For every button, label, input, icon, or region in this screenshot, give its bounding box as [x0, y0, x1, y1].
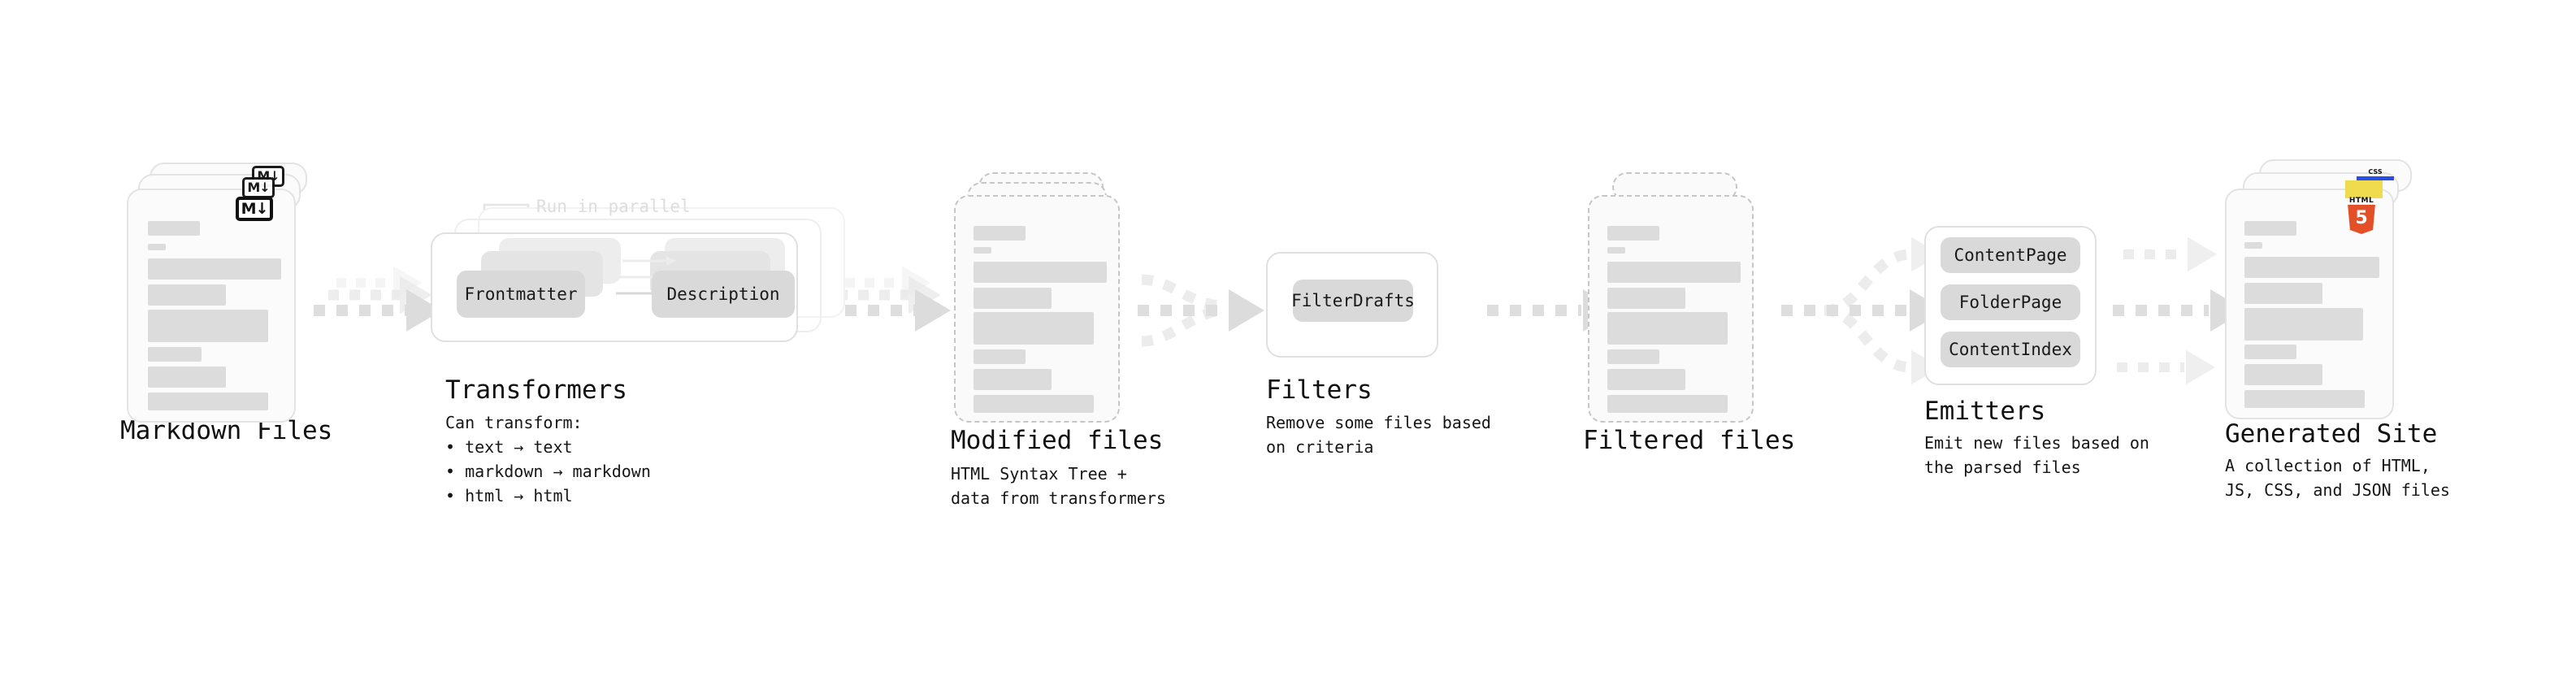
content-bar	[974, 369, 1052, 390]
emitter-chip-contentpage[interactable]: ContentPage	[1941, 237, 2080, 273]
arrow-markdown-to-transformers	[314, 266, 442, 332]
run-in-parallel-note: Run in parallel	[536, 197, 691, 216]
content-bar	[148, 310, 268, 342]
html5-icon-label: HTML	[2348, 197, 2374, 205]
content-bar	[148, 367, 226, 388]
content-bar	[974, 288, 1052, 309]
modified-files-caption: HTML Syntax Tree + data from transformer…	[951, 464, 1166, 508]
content-bar	[148, 347, 202, 362]
content-bar	[974, 349, 1026, 364]
content-bar	[2244, 345, 2296, 359]
content-bar	[1607, 349, 1659, 364]
modified-files-stack	[949, 172, 1136, 432]
content-bar	[974, 262, 1107, 283]
content-bar	[148, 221, 200, 236]
content-bar	[974, 312, 1094, 345]
css-icon-bar	[2357, 176, 2394, 180]
transformer-chip-frontmatter[interactable]: Frontmatter	[457, 271, 585, 318]
markdown-files-stack: M↓ M↓ M↓	[122, 163, 317, 423]
content-bar	[2244, 390, 2365, 408]
content-bar	[1607, 395, 1728, 413]
content-bar	[1607, 247, 1625, 254]
content-bar	[2244, 257, 2379, 278]
transformers-title: Transformers	[445, 375, 627, 405]
content-bar	[2244, 221, 2296, 236]
markdown-icon: M↓	[236, 197, 273, 221]
content-bar	[148, 284, 226, 306]
generated-site-title: Generated Site	[2225, 419, 2438, 449]
css-icon-label: CSS	[2368, 168, 2383, 176]
transformers-caption: Can transform: • text → text • markdown …	[445, 413, 651, 505]
filtered-files-title: Filtered files	[1583, 426, 1796, 455]
emitters-caption: Emit new files based on the parsed files	[1924, 433, 2149, 477]
content-bar	[2244, 242, 2262, 249]
transformer-chip-description[interactable]: Description	[652, 271, 795, 318]
modified-card-front	[954, 195, 1120, 423]
content-bar	[974, 247, 991, 254]
filters-caption: Remove some files based on criteria	[1266, 413, 1491, 457]
content-bar	[148, 244, 166, 250]
modified-files-title: Modified files	[951, 426, 1164, 455]
html5-icon: HTML 5	[2345, 197, 2378, 234]
content-bar	[1607, 262, 1741, 283]
content-bar	[2244, 283, 2322, 304]
filtered-files-stack	[1583, 172, 1770, 432]
transformers-group: Frontmatter Description	[431, 207, 845, 345]
content-bar	[1607, 288, 1685, 309]
content-bar	[1607, 312, 1728, 345]
emitters-title: Emitters	[1924, 397, 2046, 426]
content-bar	[974, 395, 1094, 413]
content-bar	[2244, 308, 2363, 340]
emitter-chip-folderpage[interactable]: FolderPage	[1941, 284, 2080, 320]
arrow-filtered-to-emitters	[1781, 236, 1945, 385]
js-icon	[2345, 180, 2383, 198]
generated-site-stack: CSS HTML 5	[2225, 159, 2428, 419]
content-bar	[148, 258, 281, 280]
content-bar	[148, 393, 268, 410]
markdown-icon-mid: M↓	[242, 177, 275, 198]
generated-site-caption: A collection of HTML, JS, CSS, and JSON …	[2225, 456, 2450, 500]
filters-title: Filters	[1266, 375, 1373, 405]
filtered-card-front	[1588, 195, 1754, 423]
html5-icon-shield: 5	[2348, 205, 2375, 234]
content-bar	[2244, 364, 2322, 385]
css-icon: CSS	[2357, 167, 2394, 180]
content-bar	[1607, 226, 1659, 241]
filter-chip-filterdrafts[interactable]: FilterDrafts	[1291, 280, 1415, 322]
markdown-card-front	[127, 189, 296, 423]
arrow-modified-to-filters	[1138, 274, 1264, 347]
content-bar	[974, 226, 1026, 241]
emitter-chip-contentindex[interactable]: ContentIndex	[1941, 332, 2080, 367]
content-bar	[1607, 369, 1685, 390]
